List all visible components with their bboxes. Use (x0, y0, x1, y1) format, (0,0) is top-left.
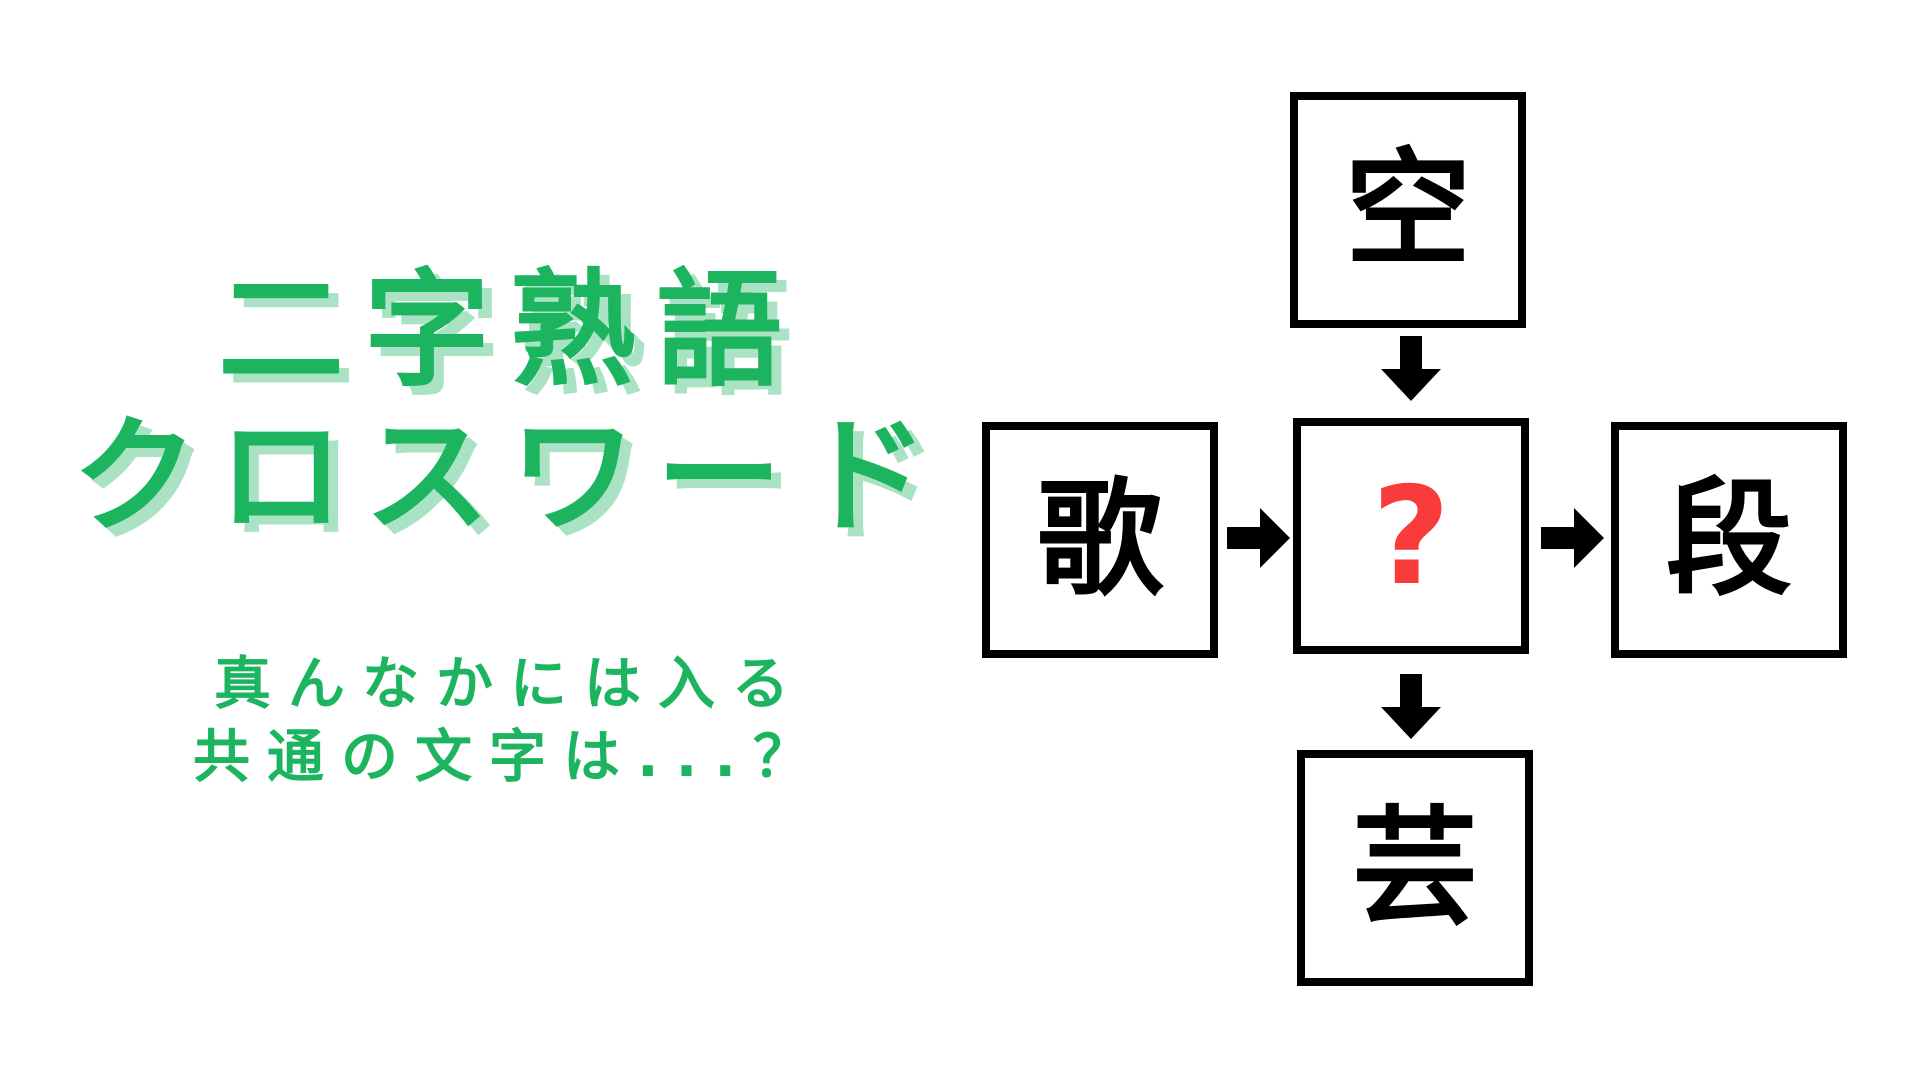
kanji-box-right: 段 (1611, 422, 1847, 658)
subtitle-line-1: 真んなかには入る (214, 651, 806, 717)
answer-box-center: ? (1293, 418, 1529, 654)
kanji-bottom: 芸 (1352, 794, 1478, 941)
kanji-right: 段 (1666, 466, 1792, 613)
title-line-2: クロスワード (72, 403, 948, 550)
arrow-right-icon (1227, 507, 1291, 569)
subtitle: 真んなかには入る 共通の文字は...？ (40, 648, 980, 794)
kanji-box-left: 歌 (982, 422, 1218, 658)
title-line-1: 二字熟語 (218, 257, 802, 404)
question-mark: ? (1371, 457, 1451, 615)
kanji-left: 歌 (1037, 466, 1163, 613)
arrow-right-icon (1541, 507, 1605, 569)
kanji-box-bottom: 芸 (1297, 750, 1533, 986)
page-title: 二字熟語 クロスワード (40, 258, 980, 550)
subtitle-line-2: 共通の文字は...？ (193, 724, 827, 790)
kanji-top: 空 (1345, 136, 1471, 283)
arrow-down-icon (1380, 336, 1442, 402)
kanji-box-top: 空 (1290, 92, 1526, 328)
arrow-down-icon (1380, 674, 1442, 740)
